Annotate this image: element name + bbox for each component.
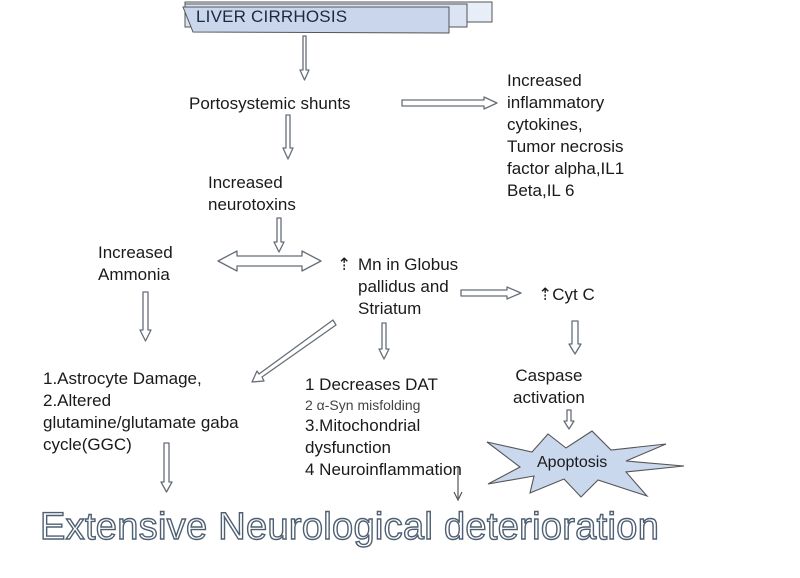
arrow-astrocyte-to-outcome [160, 442, 173, 493]
title-label: LIVER CIRRHOSIS [196, 7, 348, 26]
arrow-shunts-to-cytokines [401, 96, 498, 110]
node-cyt-c: ⇡Cyt C [538, 285, 595, 304]
arrow-ammonia-to-astrocyte [139, 291, 152, 342]
arrow-mn-to-cytc [460, 286, 522, 300]
node-alpha-syn: 2 α-Syn misfolding [305, 397, 421, 413]
apoptosis-starburst [486, 430, 685, 498]
title-box [182, 1, 493, 34]
arrows [139, 35, 582, 493]
node-caspase-activation: Caspase activation [513, 366, 585, 407]
node-inflammatory-cytokines: Increased inflammatory cytokines, Tumor … [507, 71, 625, 200]
node-increased-ammonia: Increased Ammonia [98, 243, 173, 284]
node-mitochondrial: 3.Mitochondrial dysfunction 4 Neuroinfla… [305, 416, 462, 479]
arrow-shunts-to-neurotoxins [282, 114, 294, 160]
node-increased-neurotoxins: Increased neurotoxins [208, 173, 296, 214]
up-arrow-glyph: ⇡ [337, 255, 352, 274]
arrow-ammonia-mn-double [217, 250, 322, 272]
arrow-neuroinflammation-to-outcome [453, 466, 463, 502]
arrow-mn-to-dat [378, 322, 390, 360]
node-decreases-dat: 1 Decreases DAT [305, 375, 438, 394]
node-apoptosis: Apoptosis [537, 454, 608, 471]
arrow-title-to-shunts [299, 35, 310, 81]
node-portosystemic-shunts: Portosystemic shunts [189, 94, 351, 113]
arrow-caspase-to-apoptosis [563, 409, 575, 430]
outcome-text: Extensive Neurological deterioration [39, 505, 660, 548]
arrow-cytc-to-caspase [568, 320, 582, 355]
arrow-mn-to-astrocyte [251, 319, 337, 383]
arrow-neurotoxins-down [273, 217, 285, 253]
node-mn-text: Mn in Globus pallidus and Striatum [358, 255, 459, 318]
title-box-front [182, 6, 450, 34]
node-astrocyte-damage: 1.Astrocyte Damage, 2.Altered glutamine/… [43, 369, 239, 454]
